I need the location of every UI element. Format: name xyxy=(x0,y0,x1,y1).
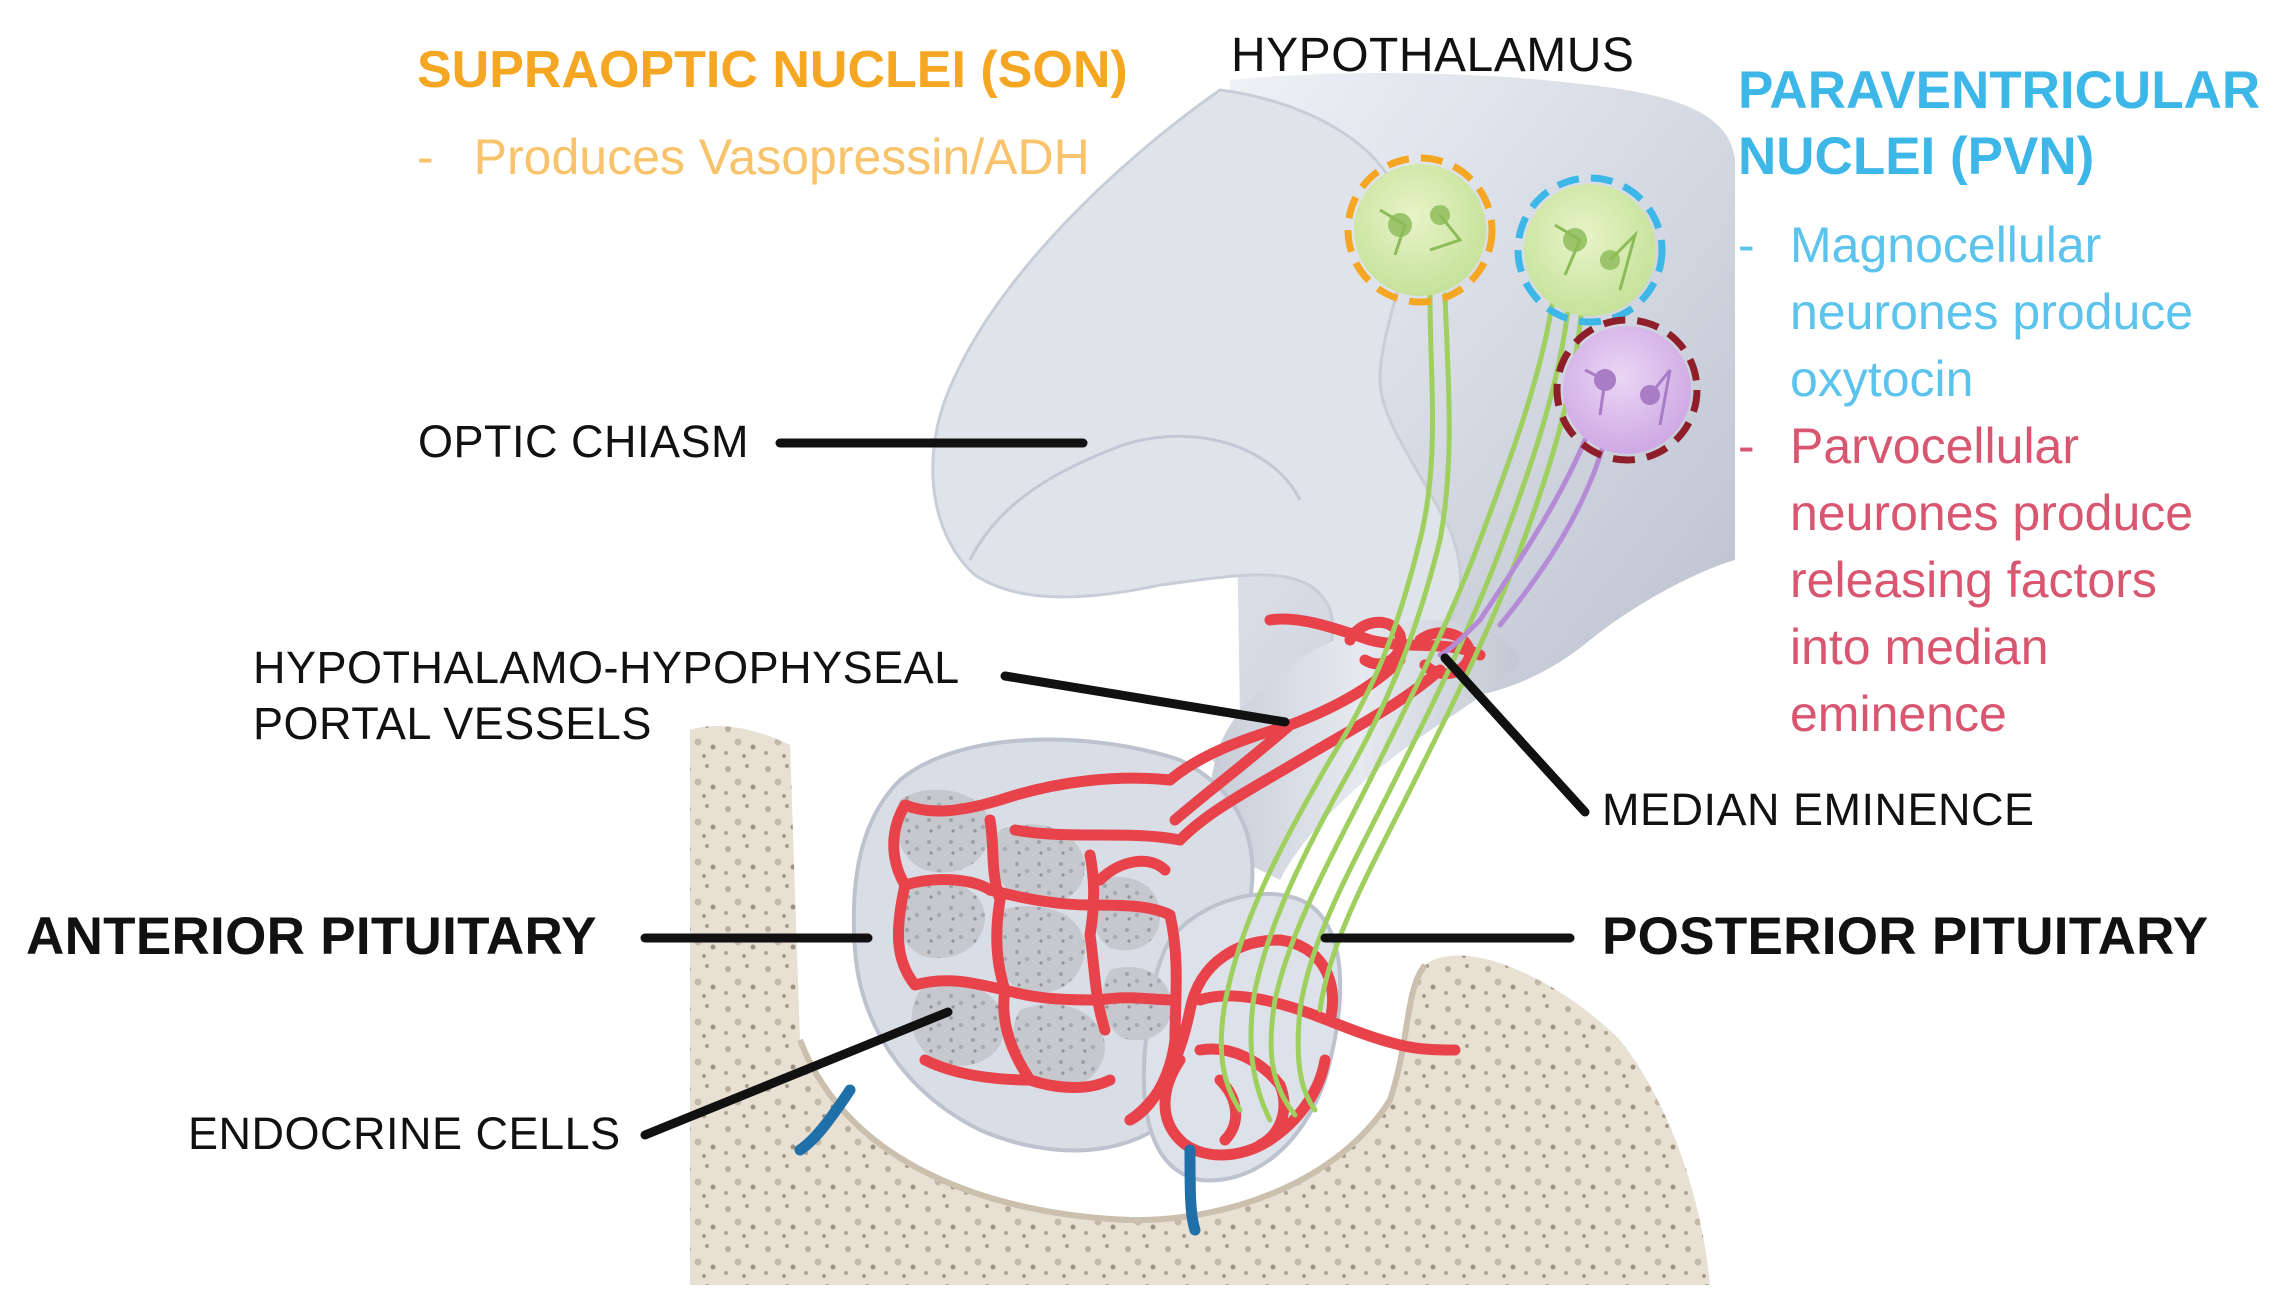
sella-bone xyxy=(690,725,1710,1285)
pvn-magno-dash: - xyxy=(1738,217,1755,273)
pvn-parvo-line4: into median xyxy=(1790,619,2049,675)
son-description: -Produces Vasopressin/ADH xyxy=(417,128,1090,186)
label-optic-chiasm: OPTIC CHIASM xyxy=(418,416,750,467)
son-desc-text: Produces Vasopressin/ADH xyxy=(473,129,1090,185)
pvn-magnocellular-item: - Magnocellular neurones produce oxytoci… xyxy=(1738,212,2193,413)
magnocellular-axons xyxy=(1218,292,1585,1123)
pvn-parvo-line1: Parvocellular xyxy=(1790,418,2080,474)
label-portal-vessels-line1: HYPOTHALAMO-HYPOPHYSEAL xyxy=(253,642,960,693)
pvn-magno-line2: neurones produce xyxy=(1790,284,2194,340)
pvn-parvocellular-item: - Parvocellular neurones produce releasi… xyxy=(1738,413,2193,748)
pvn-parvo-line2: neurones produce xyxy=(1790,485,2194,541)
pvn-magno-line3: oxytocin xyxy=(1790,351,1974,407)
pvn-title-line1: PARAVENTRICULAR xyxy=(1738,61,2261,120)
pvn-parvo-line5: eminence xyxy=(1790,686,2007,742)
vein-anterior xyxy=(794,1084,856,1156)
pvn-magno-line1: Magnocellular xyxy=(1790,217,2102,273)
son-title: SUPRAOPTIC NUCLEI (SON) xyxy=(417,41,1128,99)
label-hypothalamus: HYPOTHALAMUS xyxy=(1231,29,1635,82)
pvn-parvo-dash: - xyxy=(1738,418,1755,474)
label-median-eminence: MEDIAN EMINENCE xyxy=(1602,784,2035,835)
parvocellular-axons xyxy=(1437,437,1608,658)
son-nucleus xyxy=(1344,154,1496,306)
pvn-description-list: - Magnocellular neurones produce oxytoci… xyxy=(1738,212,2193,748)
pvn-magnocellular-nucleus xyxy=(1514,174,1666,326)
label-anterior-pituitary: ANTERIOR PITUITARY xyxy=(26,907,597,966)
label-endocrine-cells: ENDOCRINE CELLS xyxy=(188,1108,621,1159)
label-posterior-pituitary: POSTERIOR PITUITARY xyxy=(1602,907,2209,966)
pvn-title: PARAVENTRICULAR NUCLEI (PVN) xyxy=(1738,58,2260,190)
vein-posterior xyxy=(1184,1144,1201,1236)
leader-lines xyxy=(640,438,1590,1140)
son-dash: - xyxy=(417,129,434,185)
label-portal-vessels: HYPOTHALAMO-HYPOPHYSEAL PORTAL VESSELS xyxy=(253,640,960,752)
label-portal-vessels-line2: PORTAL VESSELS xyxy=(253,698,652,749)
pvn-parvo-line3: releasing factors xyxy=(1790,552,2157,608)
pvn-parvocellular-nucleus xyxy=(1553,316,1701,464)
pvn-title-line2: NUCLEI (PVN) xyxy=(1738,127,2095,186)
